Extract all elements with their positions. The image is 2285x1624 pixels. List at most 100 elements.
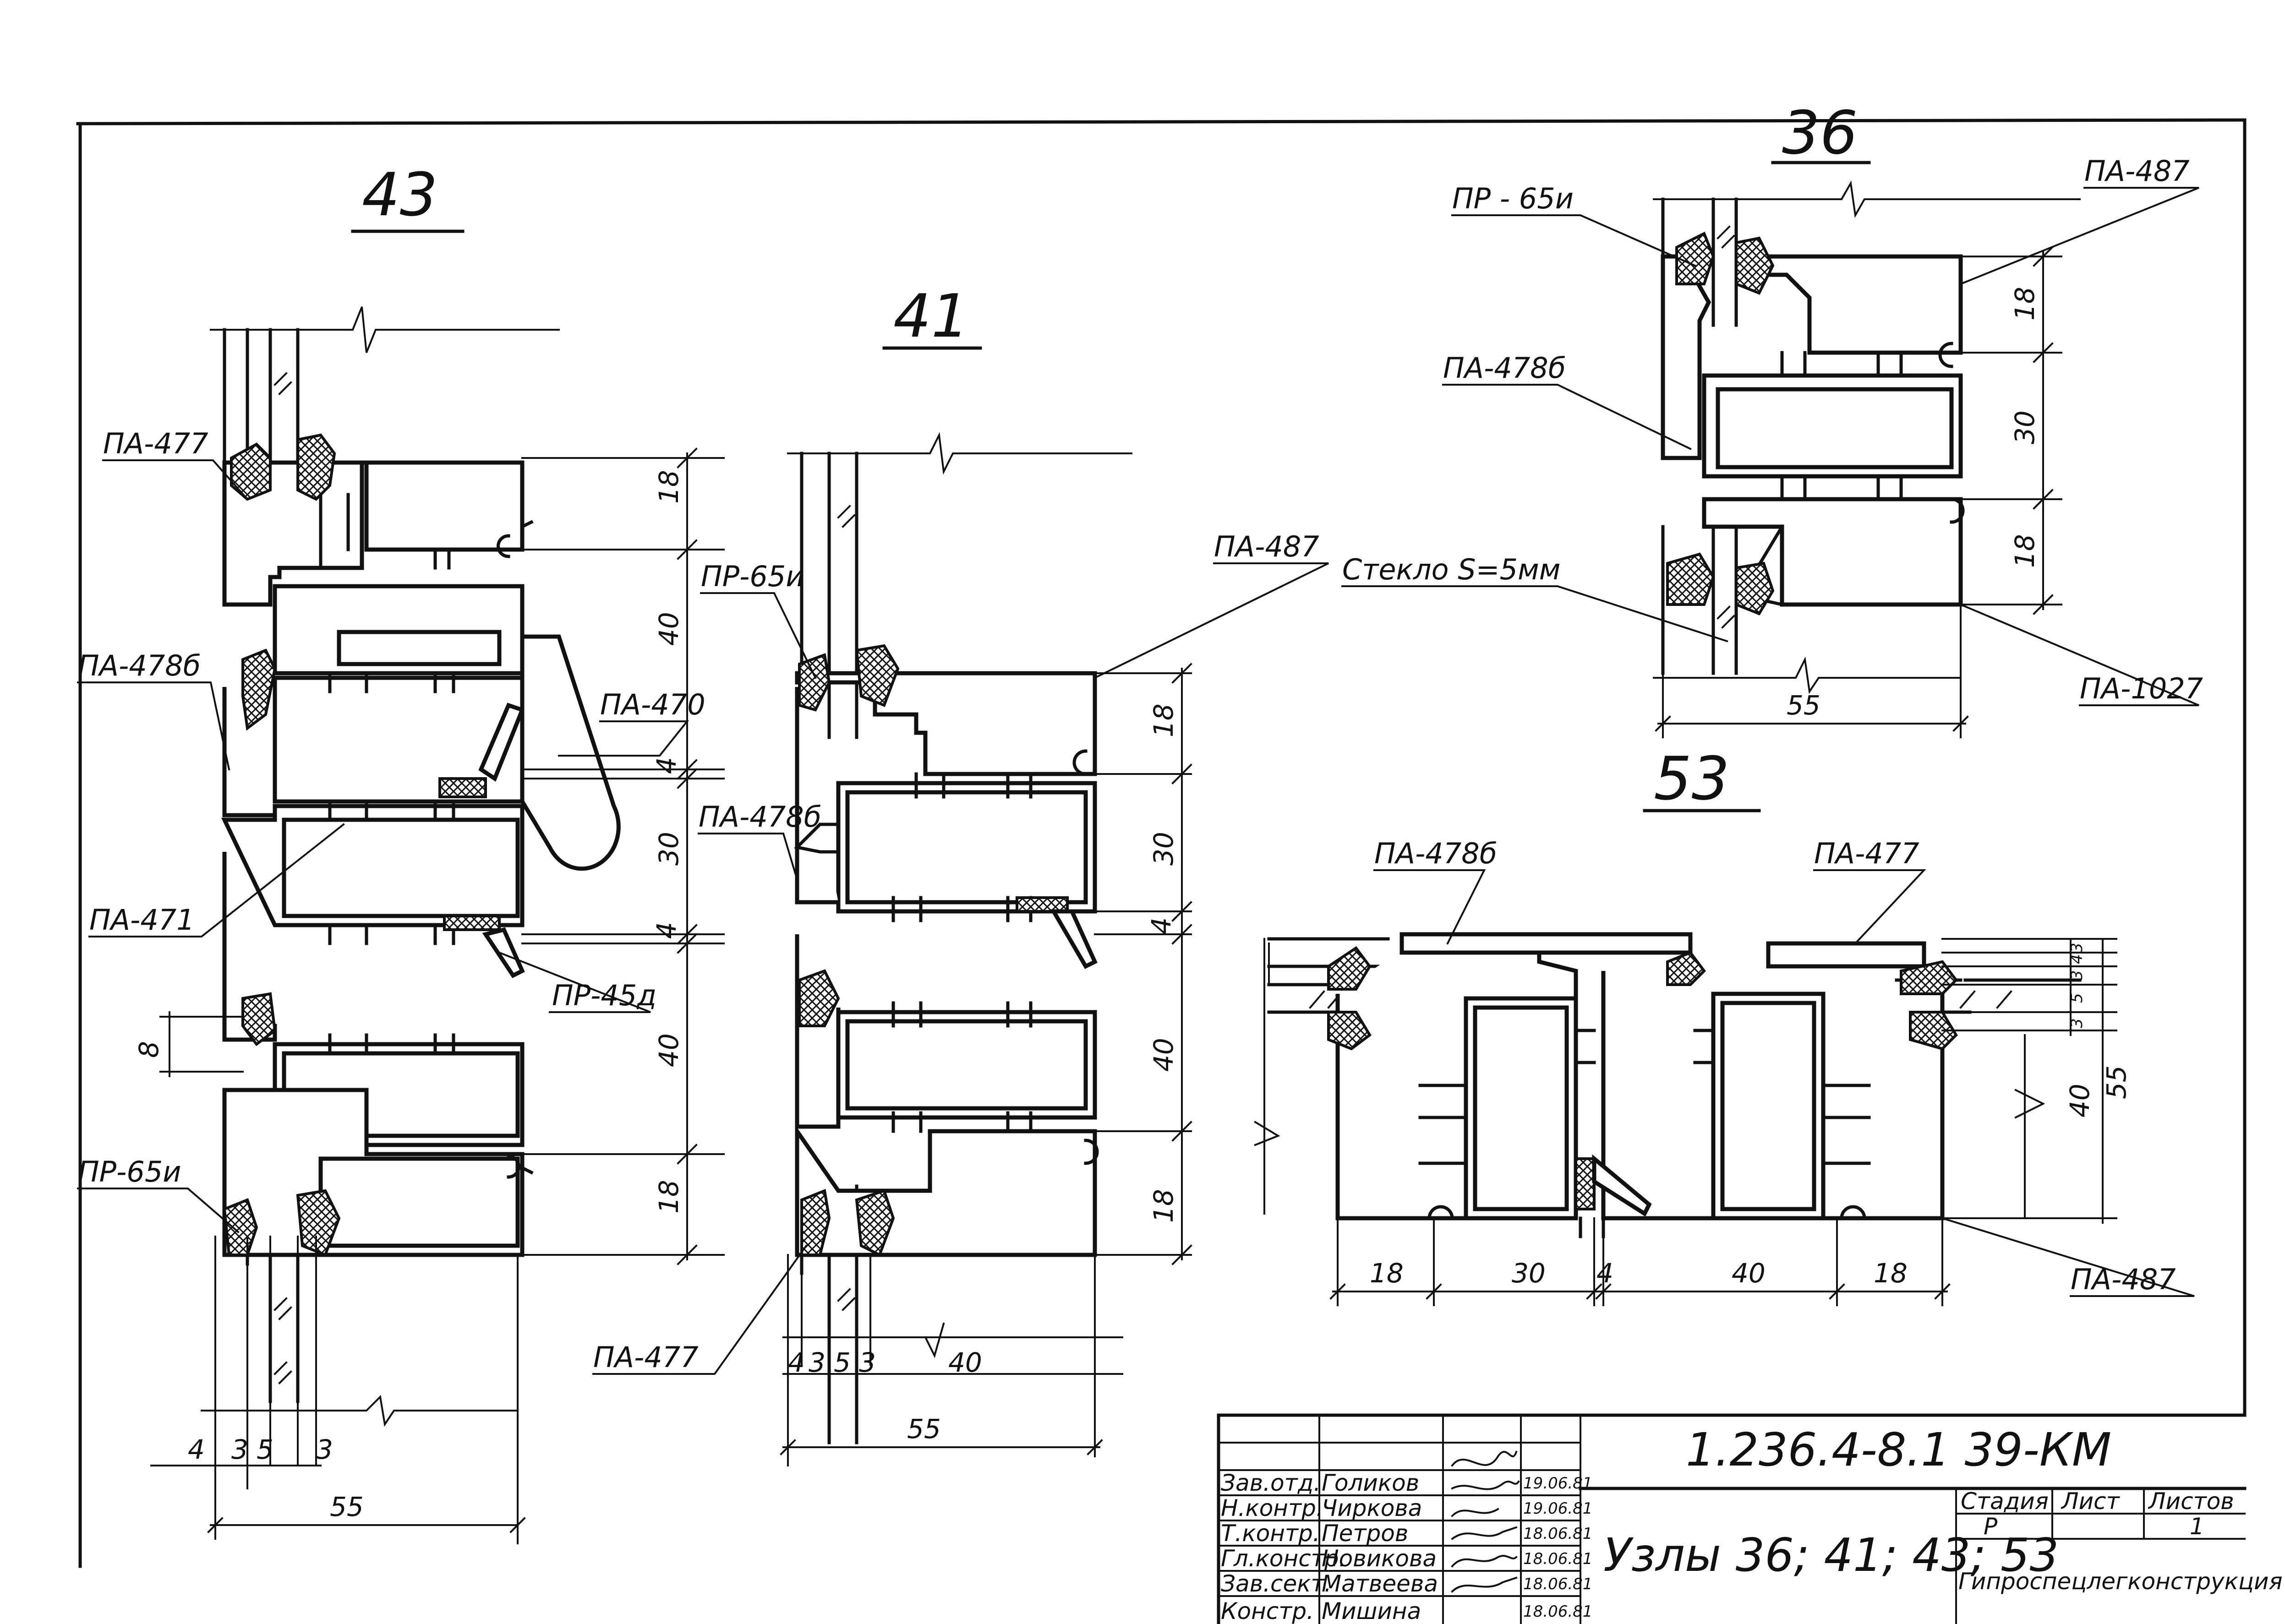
stage-value: Р <box>1984 1513 1998 1540</box>
row-date: 19.06.81 <box>1523 1499 1592 1518</box>
label-glass: Стекло S=5мм <box>1342 553 1561 586</box>
label-pa477: ПА-477 <box>1814 837 1919 870</box>
node-36-dims-vertical <box>1960 246 2062 615</box>
dim-h-1: 18 <box>1370 1258 1404 1289</box>
node-36-leaders <box>1341 187 2199 706</box>
dim-v-1: 18 <box>653 470 684 504</box>
dim-v-1: 3 <box>2068 943 2086 953</box>
dim-h-3: 4 <box>1596 1258 1613 1289</box>
title-block-rows: Зав.отд. Голиков 19.06.81 Н.контр. Чирко… <box>1221 1470 1592 1624</box>
dim-v-6: 40 <box>653 1033 684 1067</box>
label-pa487: ПА-487 <box>1214 530 1319 563</box>
node-43-clip-pa470 <box>520 634 621 871</box>
label-pa477: ПА-477 <box>103 427 208 460</box>
title-block-code: 1.236.4-8.1 39-КМ <box>1686 1423 2111 1477</box>
row-role: Т.контр. <box>1221 1520 1320 1547</box>
dim-8: 8 <box>133 1041 164 1058</box>
sheets-value: 1 <box>2190 1513 2204 1540</box>
node-41: 41 <box>592 281 1329 1466</box>
sheet-frame <box>76 118 2247 1568</box>
dim-h-2: 30 <box>1512 1258 1546 1289</box>
node-53: 53 <box>1254 744 2195 1306</box>
node-43-dims-vertical <box>521 447 725 1265</box>
dim-v-2: 40 <box>653 612 684 646</box>
dim-v-1: 18 <box>2009 287 2040 321</box>
signature-scribbles <box>1451 1450 1520 1593</box>
node-41-gaskets <box>798 644 1069 1257</box>
label-pa478b: ПА-478б <box>78 649 201 682</box>
node-53-leaders <box>1373 869 2195 1297</box>
node-43: 43 <box>77 160 725 1544</box>
dim-v-2: 30 <box>1148 832 1179 866</box>
node-41-profile <box>793 671 1099 1257</box>
label-pa471: ПА-471 <box>89 903 195 937</box>
label-pr65i: ПР-65и <box>78 1155 181 1188</box>
row-person: Мишина <box>1322 1598 1421 1624</box>
row-date: 18.06.81 <box>1523 1525 1592 1543</box>
node-36-glass <box>1653 180 2081 675</box>
dim-total: 55 <box>907 1413 941 1444</box>
dim-v-4: 30 <box>653 832 684 866</box>
dim-b-3: 5 <box>257 1434 273 1465</box>
title-block-name: Узлы 36; 41; 43; 53 <box>1603 1528 2059 1582</box>
node-41-dims-bottom <box>780 1254 1123 1466</box>
node-41-leaders <box>592 562 1329 1375</box>
node-41-title: 41 <box>893 281 969 351</box>
row-person: Чиркова <box>1322 1495 1422 1521</box>
label-pr45d: ПР-45д <box>552 979 656 1012</box>
dim-v-7: 18 <box>653 1180 684 1214</box>
label-pa478b: ПА-478б <box>1374 837 1497 870</box>
dim-b-4: 3 <box>316 1434 333 1465</box>
node-53-gaskets <box>1327 946 1958 1210</box>
dim-b-2: 3 <box>809 1347 825 1378</box>
row-date: 19.06.81 <box>1523 1474 1592 1493</box>
node-36-profile <box>1661 254 1965 675</box>
node-53-profile <box>1335 932 1945 1238</box>
dim-h-5: 18 <box>1874 1258 1908 1289</box>
dim-b-4: 3 <box>859 1347 876 1378</box>
dim-40: 40 <box>948 1347 982 1378</box>
dim-v-2: 4 <box>2068 954 2086 964</box>
dim-h-4: 40 <box>1732 1258 1766 1289</box>
dim-total: 55 <box>1787 690 1820 721</box>
node-53-dims-vertical <box>1941 938 2117 1224</box>
node-43-title: 43 <box>362 160 437 229</box>
label-pr65i: ПР-65и <box>701 560 804 593</box>
dim-v-6: 40 <box>2064 1084 2095 1117</box>
node-43-profile <box>221 460 534 1257</box>
dim-v-4: 40 <box>1148 1038 1179 1072</box>
dim-v-3: 18 <box>2009 534 2040 568</box>
row-person: Новикова <box>1322 1545 1437 1572</box>
dim-v-7: 55 <box>2101 1065 2132 1099</box>
node-36: 36 <box>1341 98 2203 738</box>
dim-v-5: 18 <box>1148 1189 1179 1223</box>
label-pa487: ПА-487 <box>2084 154 2190 188</box>
row-person: Матвеева <box>1322 1570 1438 1597</box>
title-block <box>1217 1413 2247 1624</box>
row-date: 18.06.81 <box>1523 1602 1592 1621</box>
node-36-gaskets <box>1666 231 1775 616</box>
node-41-wedge <box>1050 909 1098 969</box>
row-date: 18.06.81 <box>1523 1575 1592 1593</box>
dim-b-1: 4 <box>188 1434 205 1465</box>
dim-b-2: 3 <box>231 1434 248 1465</box>
dim-v-1: 18 <box>1148 703 1179 737</box>
dim-total: 55 <box>330 1491 364 1522</box>
row-person: Петров <box>1322 1520 1408 1547</box>
node-53-dims-horizontal <box>1329 1217 1951 1306</box>
organization-name: Гипроспецлегконструкция <box>1958 1568 2283 1595</box>
node-41-dims-vertical <box>1094 663 1192 1265</box>
dim-v-5: 4 <box>651 922 682 939</box>
stage-header: Стадия <box>1961 1488 2049 1515</box>
label-pa477: ПА-477 <box>593 1341 699 1374</box>
dim-b-3: 5 <box>834 1347 851 1378</box>
node-43-dims-bottom <box>150 1236 526 1544</box>
node-36-dims-bottom <box>1653 604 1969 738</box>
node-43-glass-top <box>210 306 560 487</box>
node-36-title: 36 <box>1782 98 1858 168</box>
row-role: Констр. <box>1221 1598 1314 1624</box>
label-pa478b: ПА-478б <box>1443 351 1566 385</box>
row-role: Зав.отд. <box>1221 1470 1321 1496</box>
sheet-header: Лист <box>2061 1488 2121 1515</box>
